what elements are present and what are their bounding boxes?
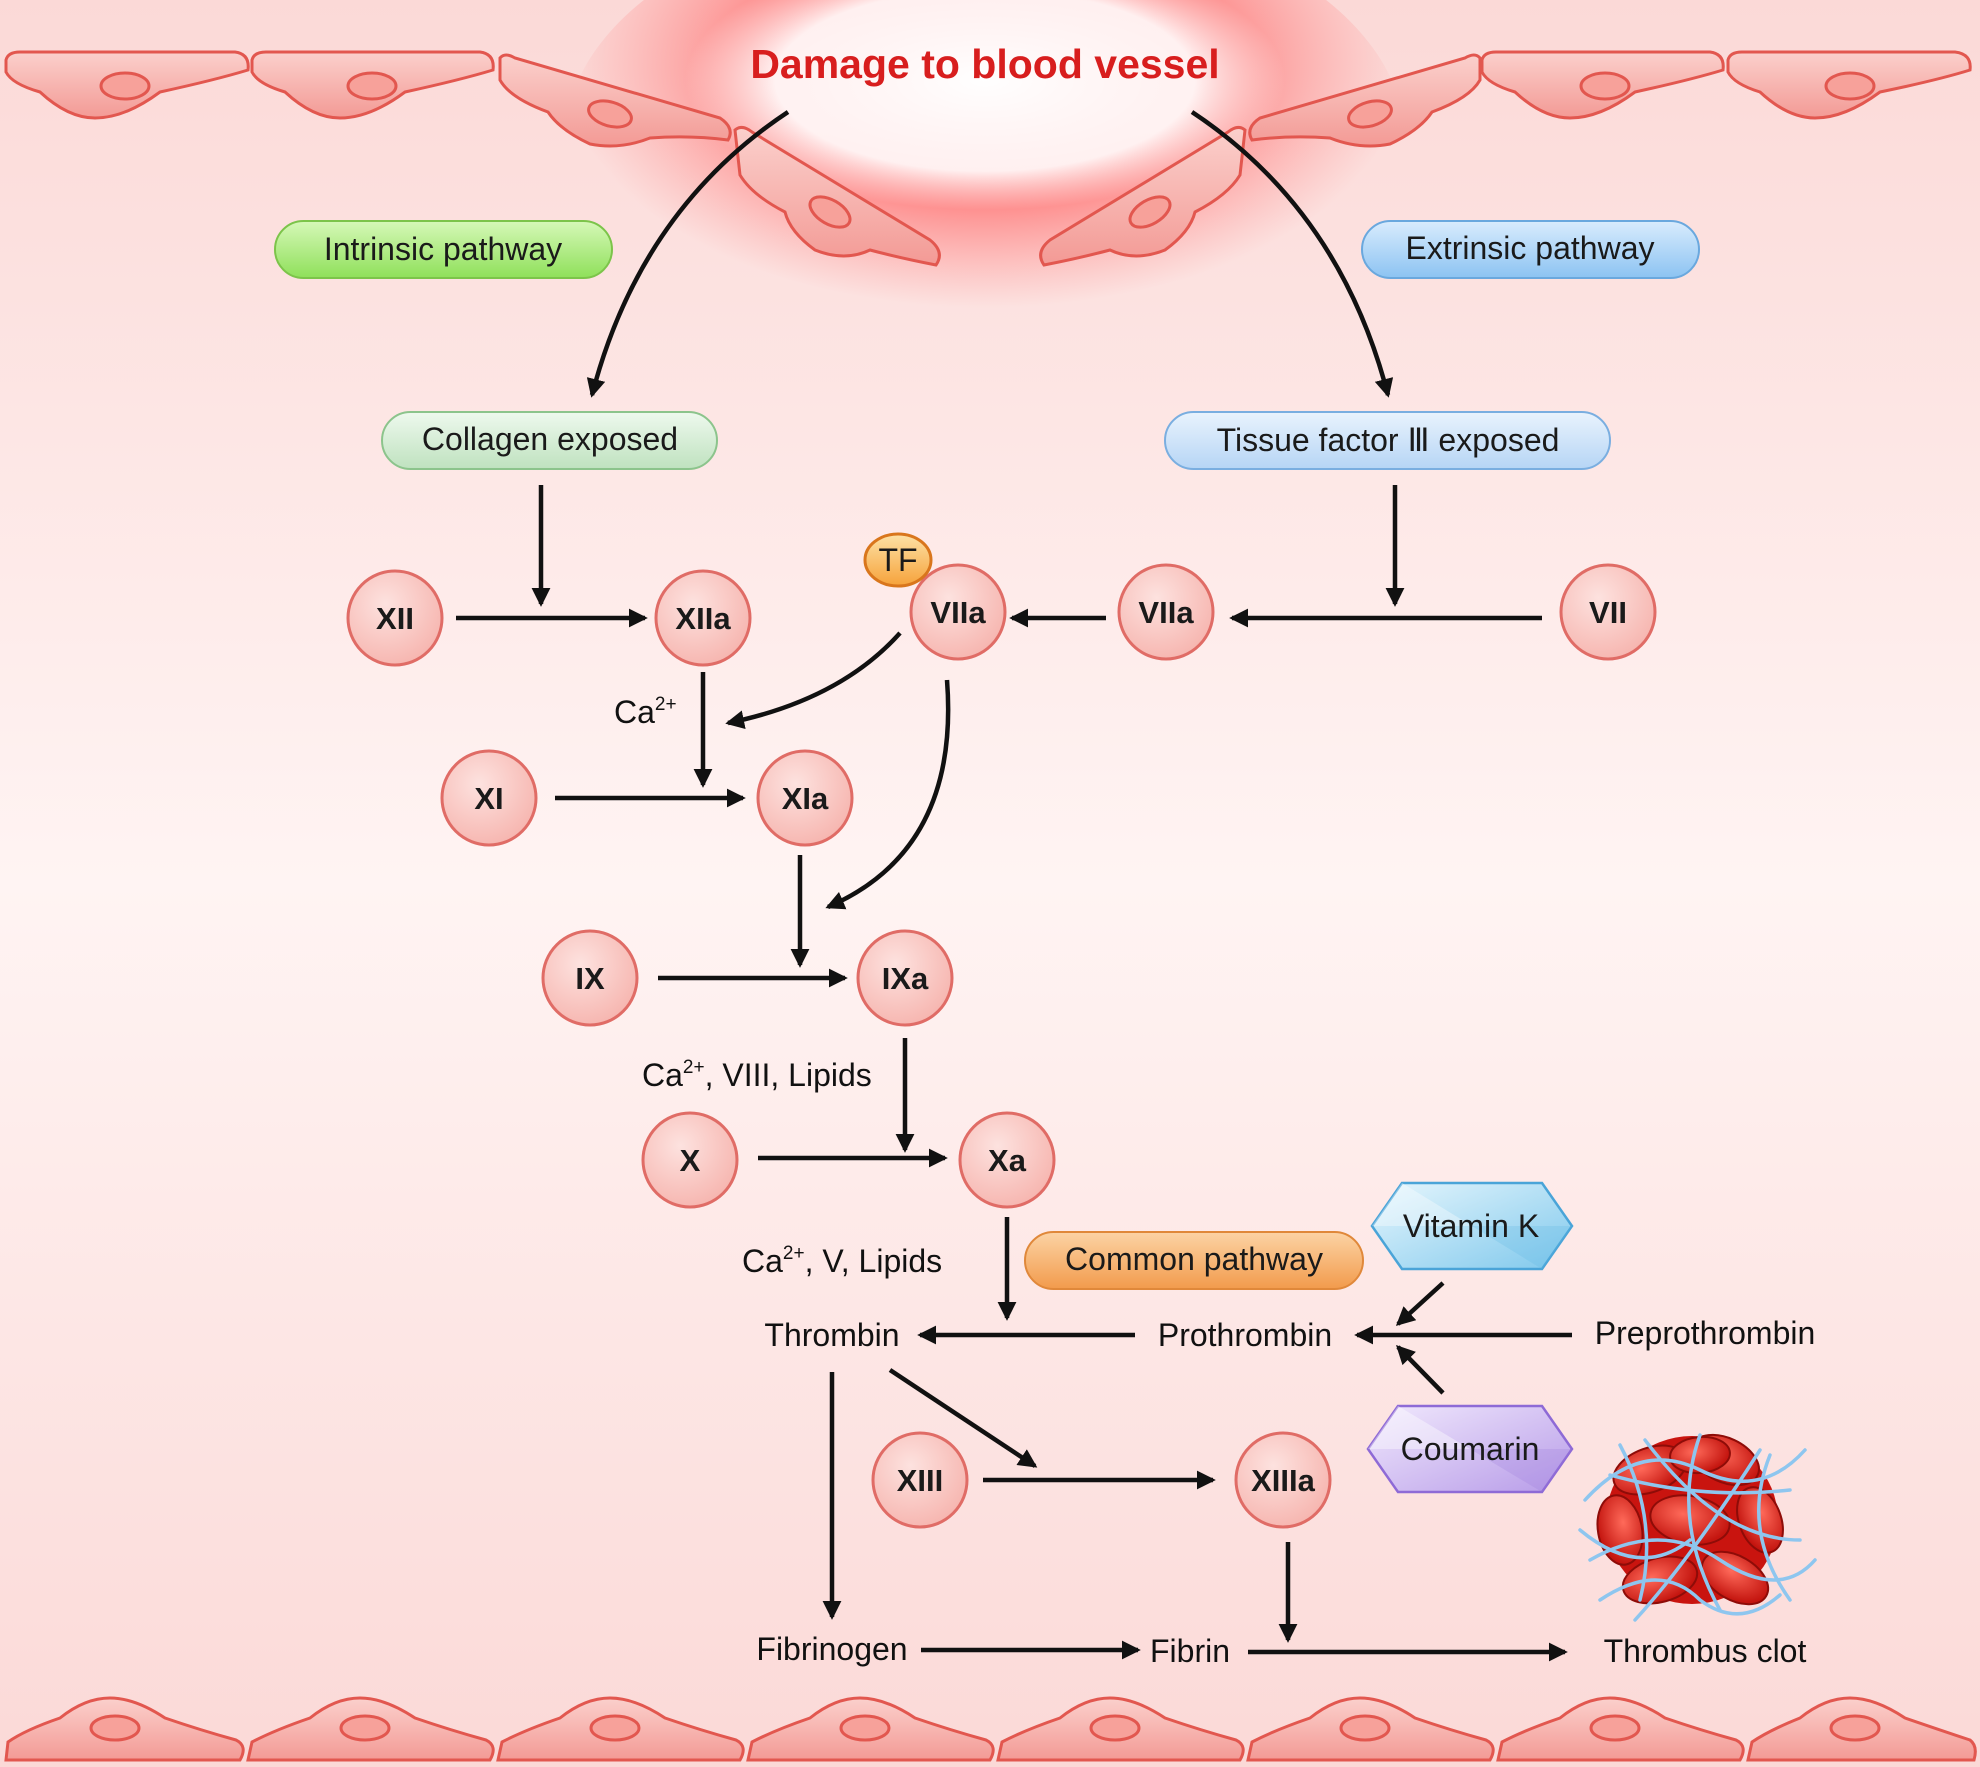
extrinsic-pathway-pill: Extrinsic pathway <box>1361 220 1700 279</box>
factor-x-label: X <box>680 1143 701 1178</box>
collagen-exposed-pill: Collagen exposed <box>381 411 718 470</box>
wound-opening <box>685 0 1285 210</box>
endothelial-cell <box>733 125 941 267</box>
vitamin-k-crystal: Vitamin K <box>1370 1181 1574 1271</box>
factor-viia-label: VIIa <box>1138 595 1194 630</box>
factor-xia-label: XIa <box>782 781 829 816</box>
arrow-coumarin-effect <box>1396 1344 1445 1395</box>
endothelial-cell <box>498 53 732 148</box>
factor-xii-label: XII <box>376 601 414 636</box>
factor-xii-node: XII <box>346 569 444 667</box>
common-pathway-label: Common pathway <box>1065 1241 1323 1277</box>
factor-xiiia-label: XIIIa <box>1251 1463 1316 1498</box>
cofactor-ca-viii-lipids: Ca2+, VIII, Lipids <box>642 1057 872 1093</box>
arrow-tf-viia-to-ixa <box>825 679 951 910</box>
prothrombin-label: Prothrombin <box>1158 1317 1332 1353</box>
vitamin-k-label: Vitamin K <box>1403 1208 1539 1244</box>
bottom-endothelium <box>4 1696 1977 1762</box>
factor-xiii-node: XIII <box>871 1431 969 1529</box>
factor-xiia-node: XIIa <box>654 569 752 667</box>
factor-viia-tf-node: VIIa <box>909 563 1007 661</box>
fibrin-label: Fibrin <box>1150 1633 1230 1669</box>
factor-nodes: XII XIIa VIIa TF VIIa VII XI XIa <box>346 532 1657 1529</box>
cofactor-calcium-1: Ca2+ <box>614 694 677 730</box>
intrinsic-pathway-label: Intrinsic pathway <box>324 231 562 267</box>
intrinsic-pathway-pill: Intrinsic pathway <box>274 220 613 279</box>
common-pathway-pill: Common pathway <box>1024 1231 1364 1290</box>
coumarin-label: Coumarin <box>1401 1431 1540 1467</box>
factor-x-node: X <box>641 1111 739 1209</box>
cascade-arrows <box>456 485 1572 1662</box>
cofactor-ca-v-lipids: Ca2+, V, Lipids <box>742 1243 942 1279</box>
top-endothelium <box>4 50 1972 267</box>
factor-xa-node: Xa <box>958 1111 1056 1209</box>
arrow-thrombin-to-xiiia-step <box>888 1368 1038 1468</box>
arrow-wound-to-tissue-factor <box>1190 110 1394 398</box>
arrow-wound-to-collagen <box>586 110 790 398</box>
cofactor-ca-1: Ca2+ <box>614 694 677 730</box>
factor-xiii-label: XIII <box>897 1463 944 1498</box>
tf-badge: TF <box>863 532 933 588</box>
factor-xiiia-node: XIIIa <box>1234 1431 1332 1529</box>
collagen-exposed-label: Collagen exposed <box>422 421 678 457</box>
thrombus-clot-label: Thrombus clot <box>1604 1633 1807 1669</box>
factor-ix-label: IX <box>575 961 605 996</box>
tf-badge-label: TF <box>878 542 917 578</box>
factor-vii-label: VII <box>1589 595 1627 630</box>
cofactor-calcium-viii-lipids: Ca2+, VIII, Lipids <box>642 1057 872 1093</box>
thrombus-clot-illustration <box>1578 1433 1817 1622</box>
factor-ixa-node: IXa <box>856 929 954 1027</box>
preprothrombin-label: Preprothrombin <box>1595 1315 1816 1351</box>
endothelial-cell <box>1039 125 1247 267</box>
factor-xiia-label: XIIa <box>675 601 731 636</box>
factor-xi-label: XI <box>474 781 503 816</box>
tissue-factor-exposed-label: Tissue factor Ⅲ exposed <box>1217 422 1560 458</box>
factor-viia-tf-label: VIIa <box>930 595 986 630</box>
cofactor-calcium-v-lipids: Ca2+, V, Lipids <box>742 1243 942 1279</box>
factor-ixa-label: IXa <box>882 961 929 996</box>
thrombin-label: Thrombin <box>764 1317 899 1353</box>
factor-ix-node: IX <box>541 929 639 1027</box>
extrinsic-pathway-label: Extrinsic pathway <box>1406 230 1655 266</box>
arrow-tf-viia-to-xia <box>725 631 902 730</box>
diagram-title: Damage to blood vessel <box>750 41 1219 87</box>
factor-xi-node: XI <box>440 749 538 847</box>
endothelial-cell <box>1248 53 1482 148</box>
coumarin-crystal: Coumarin <box>1366 1404 1574 1494</box>
arrow-vitamin-k-effect <box>1395 1281 1445 1326</box>
factor-vii-node: VII <box>1559 563 1657 661</box>
factor-xia-node: XIa <box>756 749 854 847</box>
fibrinogen-label: Fibrinogen <box>756 1631 907 1667</box>
tissue-factor-exposed-pill: Tissue factor Ⅲ exposed <box>1164 411 1611 470</box>
factor-viia-node: VIIa <box>1117 563 1215 661</box>
factor-xa-label: Xa <box>988 1143 1027 1178</box>
